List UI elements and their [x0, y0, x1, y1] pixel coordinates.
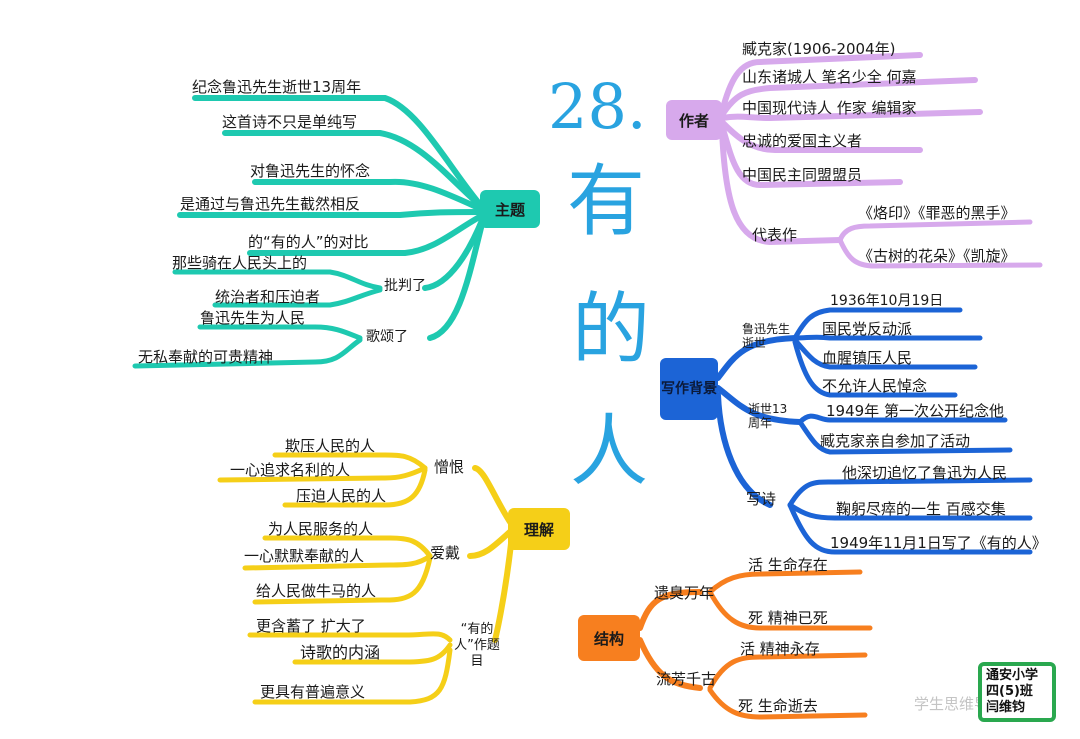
anniversary-item: 1949年 第一次公开纪念他	[826, 402, 1004, 420]
theme-item: 的“有的人”的对比	[248, 233, 369, 251]
title-char-3: 人	[570, 407, 649, 497]
author-item: 中国现代诗人 作家 编辑家	[742, 99, 917, 117]
understanding-node[interactable]: 理解	[508, 508, 570, 550]
anniversary-item: 臧克家亲自参加了活动	[820, 432, 971, 450]
fame-item: 活 精神永存	[740, 640, 820, 658]
love-item: 给人民做牛马的人	[256, 582, 377, 600]
criticize-item: 那些骑在人民头上的	[172, 254, 308, 272]
title-char-1: 有	[567, 157, 646, 247]
badge-line: 闫维钧	[986, 700, 1026, 715]
hate-item: 欺压人民的人	[285, 437, 376, 455]
author-item: 臧克家(1906-2004年)	[742, 40, 896, 58]
death-item: 1936年10月19日	[830, 293, 944, 309]
writing-item: 他深切追忆了鲁迅为人民	[842, 464, 1008, 482]
death-item: 血腥镇压人民	[822, 349, 913, 367]
writing-node[interactable]: 写诗	[746, 490, 777, 508]
criticize-node[interactable]: 批判了	[384, 278, 426, 294]
theme-item: 是通过与鲁迅先生截然相反	[180, 195, 361, 213]
praise-item: 无私奉献的可贵精神	[138, 348, 274, 366]
death-item: 不允许人民悼念	[822, 377, 928, 395]
topic-item: 更含蓄了 扩大了	[256, 617, 366, 635]
appearance-item: 死 精神已死	[748, 609, 828, 627]
criticize-item: 统治者和压迫者	[215, 288, 321, 306]
badge-line: 四(5)班	[986, 684, 1033, 699]
structure-node[interactable]: 结构	[578, 615, 640, 661]
death-item: 国民党反动派	[822, 320, 913, 338]
praise-node[interactable]: 歌颂了	[366, 329, 408, 345]
fame-item: 死 生命逝去	[738, 697, 818, 715]
anniversary-node[interactable]: 逝世13周年	[748, 402, 788, 430]
lesson-number: 28.	[548, 70, 647, 143]
background-node[interactable]: 写作背景	[660, 358, 718, 420]
hate-item: 压迫人民的人	[296, 487, 387, 505]
fame-node[interactable]: 流芳千古	[656, 670, 717, 688]
theme-item: 对鲁迅先生的怀念	[250, 162, 371, 180]
appearance-item: 活 生命存在	[748, 556, 828, 574]
love-item: 为人民服务的人	[268, 520, 374, 538]
author-item: 山东诸城人 笔名少全 何嘉	[742, 68, 917, 86]
works-item: 《古树的花朵》《凯旋》	[858, 247, 1016, 265]
writing-item: 1949年11月1日写了《有的人》	[830, 534, 1047, 552]
title-char-2: 的	[572, 285, 651, 375]
author-item: 忠诚的爱国主义者	[742, 132, 863, 150]
hate-node[interactable]: 憎恨	[434, 458, 465, 476]
badge-line: 通安小学	[986, 668, 1039, 683]
theme-node[interactable]: 主题	[480, 190, 540, 228]
hate-item: 一心追求名利的人	[230, 461, 351, 479]
author-node[interactable]: 作者	[666, 100, 722, 140]
theme-item: 纪念鲁迅先生逝世13周年	[192, 78, 362, 96]
works-node[interactable]: 代表作	[752, 226, 798, 244]
appearance-node[interactable]: 遗臭万年	[654, 584, 715, 602]
topic-item: 更具有普遍意义	[260, 683, 366, 701]
praise-item: 鲁迅先生为人民	[200, 309, 306, 327]
theme-item: 这首诗不只是单纯写	[222, 113, 358, 131]
topic-node[interactable]: “有的人”作题目	[454, 622, 500, 669]
death-node[interactable]: 鲁迅先生逝世	[742, 322, 791, 350]
love-item: 一心默默奉献的人	[244, 547, 365, 565]
love-node[interactable]: 爱戴	[430, 544, 461, 562]
signature-badge: 通安小学 四(5)班 闫维钧	[978, 662, 1056, 722]
author-item: 中国民主同盟盟员	[742, 166, 863, 184]
works-item: 《烙印》《罪恶的黑手》	[858, 204, 1016, 222]
topic-item: 诗歌的内涵	[300, 643, 381, 662]
writing-item: 鞠躬尽瘁的一生 百感交集	[836, 500, 1006, 518]
